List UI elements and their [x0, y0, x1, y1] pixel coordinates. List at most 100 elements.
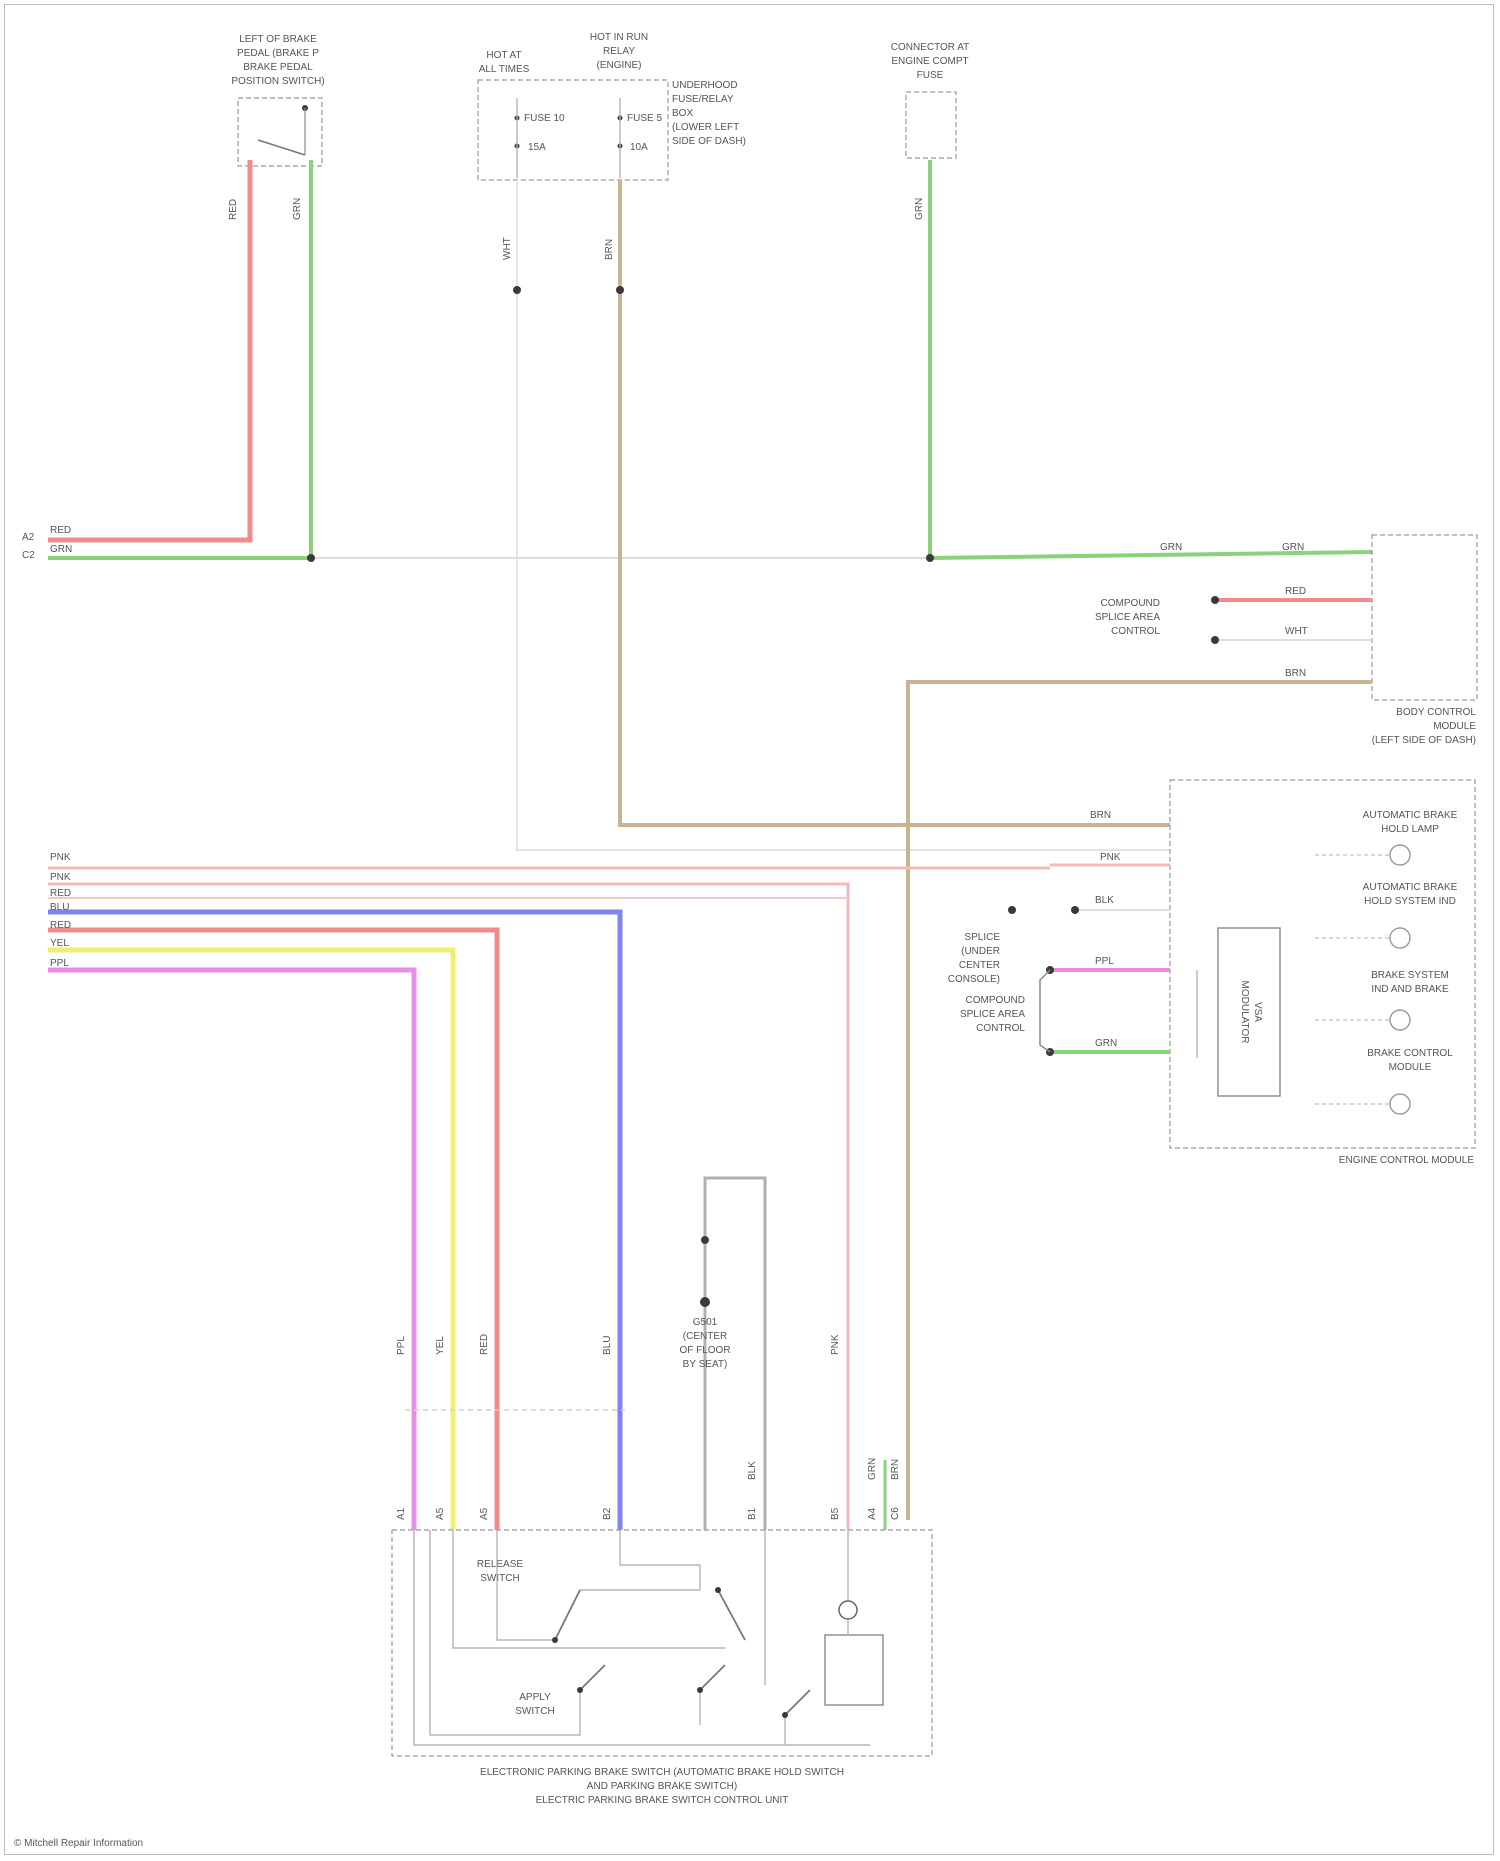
ecm-label: ENGINE CONTROL MODULE [1339, 1155, 1475, 1166]
indicator-2-line-1: AUTOMATIC BRAKE [1363, 882, 1458, 893]
splice-lower-left-3: CONTROL [1111, 626, 1160, 637]
splice-lower-left-1: COMPOUND [1101, 598, 1160, 609]
ecm-box [1170, 780, 1475, 1148]
pin-top-2: C2 [22, 550, 35, 561]
lbl-vertical-3: RED [479, 1334, 490, 1355]
lbl-olive-mid: BRN [1090, 810, 1111, 821]
wire-olive-bcm [908, 682, 1372, 1520]
release-switch-label-2: SWITCH [480, 1573, 519, 1584]
motor-icon [839, 1601, 857, 1619]
pin-5: B1 [747, 1507, 758, 1520]
ground-label-3: OF FLOOR [679, 1345, 730, 1356]
vsa-label-2: MODULATOR [1239, 981, 1250, 1044]
engine-control-module: ENGINE CONTROL MODULE AUTOMATIC BRAKE HO… [948, 780, 1475, 1166]
splice-lower-left-2: SPLICE AREA [1095, 612, 1160, 623]
brake-pedal-switch: LEFT OF BRAKE PEDAL (BRAKE P BRAKE PEDAL… [231, 34, 324, 166]
pin-3: A5 [479, 1507, 490, 1520]
lbl-vertical-7: BRN [890, 1459, 901, 1480]
indicator-2-line-2: HOLD SYSTEM IND [1364, 896, 1456, 907]
splice-mid2-1: COMPOUND [966, 995, 1025, 1006]
fuse-block-label-5: SIDE OF DASH) [672, 136, 746, 147]
wire-red [48, 930, 497, 1530]
lbl-left-top-red: RED [50, 525, 71, 536]
indicator-3-line-2: IND AND BRAKE [1371, 984, 1449, 995]
lbl-left-bus-7: PPL [50, 958, 69, 969]
switch-assembly-box [392, 1530, 932, 1756]
hot-in-run-label-3: (ENGINE) [597, 60, 642, 71]
pin-1: A1 [396, 1507, 407, 1520]
hot-at-all-times-label-2: ALL TIMES [479, 64, 530, 75]
vsa-label-1: VSA [1252, 1002, 1263, 1022]
fuse-a-label: FUSE 10 [524, 113, 565, 124]
splice-mid2-2: SPLICE AREA [960, 1009, 1025, 1020]
fuse-block-label-3: BOX [672, 108, 693, 119]
ground-label-4: BY SEAT) [683, 1359, 728, 1370]
brake-switch-label-4: POSITION SWITCH) [231, 76, 324, 87]
bottom-caption-1: ELECTRONIC PARKING BRAKE SWITCH (AUTOMAT… [480, 1767, 844, 1778]
hot-in-run-label-2: RELAY [603, 46, 635, 57]
hot-in-run-label-1: HOT IN RUN [590, 32, 648, 43]
indicator-2: AUTOMATIC BRAKE HOLD SYSTEM IND [1315, 882, 1458, 948]
lbl-vertical-4: BLU [602, 1336, 613, 1355]
parking-brake-switch-assembly: RELEASE SWITCH APPLY SWITCH [392, 1530, 932, 1756]
pin-7: A4 [867, 1507, 878, 1520]
lbl-left-bus-2: PNK [50, 872, 71, 883]
apply-switch-label-1: APPLY [519, 1692, 551, 1703]
ground-label-2: (CENTER [683, 1331, 727, 1342]
indicator-1-line-1: AUTOMATIC BRAKE [1363, 810, 1458, 821]
lbl-red-h: RED [1285, 586, 1306, 597]
bcm-label-3: (LEFT SIDE OF DASH) [1372, 735, 1476, 746]
lbl-left-bus-3: RED [50, 888, 71, 899]
lbl-vertical-6: PNK [830, 1334, 841, 1355]
indicator-1-line-2: HOLD LAMP [1381, 824, 1439, 835]
wire-red-brake [48, 160, 250, 540]
lbl-left-bus-6: YEL [50, 938, 69, 949]
fuse-block-label-4: (LOWER LEFT [672, 122, 739, 133]
pin-2: A5 [435, 1507, 446, 1520]
fuse-block-label-2: FUSE/RELAY [672, 94, 734, 105]
wire-pink-2 [48, 884, 848, 1530]
wire-blue [48, 912, 620, 1530]
brake-switch-label-3: BRAKE PEDAL [243, 62, 313, 73]
lbl-pink-mid: PNK [1100, 852, 1121, 863]
ground-label-1: G501 [693, 1317, 718, 1328]
lbl-green-h2: GRN [1282, 542, 1304, 553]
lbl-white-h: WHT [1285, 626, 1308, 637]
indicator-3-line-1: BRAKE SYSTEM [1371, 970, 1449, 981]
splice-mid-1: SPLICE [964, 932, 1000, 943]
pin-6: B5 [830, 1507, 841, 1520]
lbl-left-bus-5: RED [50, 920, 71, 931]
wire-olive-fuse-b [620, 180, 1170, 825]
pin-top-1: A2 [22, 532, 35, 543]
wire-yellow [48, 950, 453, 1530]
splice-mid-3: CENTER [959, 960, 1000, 971]
fuse-b-label: FUSE 5 [627, 113, 662, 124]
wire-magenta [48, 970, 414, 1530]
indicator-1: AUTOMATIC BRAKE HOLD LAMP [1315, 810, 1458, 865]
splice-mid-4: CONSOLE) [948, 974, 1000, 985]
hot-at-all-times-label-1: HOT AT [486, 50, 521, 61]
engine-compartment-fuse: CONNECTOR AT ENGINE COMPT FUSE [891, 42, 970, 158]
lbl-fuse-a-wire: WHT [502, 237, 513, 260]
lbl-vertical-2: YEL [435, 1336, 446, 1355]
lbl-vertical-1: PPL [396, 1336, 407, 1355]
right-connector-label-3: FUSE [917, 70, 944, 81]
bcm-box [1372, 535, 1477, 700]
lbl-left-bus-4: BLU [50, 902, 69, 913]
lbl-blk-mid: BLK [1095, 895, 1114, 906]
footer-copyright: © Mitchell Repair Information [14, 1838, 143, 1849]
bottom-caption-2: AND PARKING BRAKE SWITCH) [587, 1781, 737, 1792]
lbl-vertical-5: BLK [747, 1461, 758, 1480]
lbl-olive-h: BRN [1285, 668, 1306, 679]
wires-lower: PNK PNK RED BLU RED YEL PPL G501 (CENTER… [48, 852, 1050, 1530]
lbl-green-h1: GRN [1160, 542, 1182, 553]
pin-8: C6 [890, 1507, 901, 1520]
indicator-3: BRAKE SYSTEM IND AND BRAKE [1315, 970, 1449, 1030]
pin-4: B2 [602, 1507, 613, 1520]
right-connector-label-1: CONNECTOR AT [891, 42, 970, 53]
lbl-left-bus-1: PNK [50, 852, 71, 863]
fuse-a-amps: 15A [528, 142, 546, 153]
indicator-4-line-1: BRAKE CONTROL [1367, 1048, 1453, 1059]
